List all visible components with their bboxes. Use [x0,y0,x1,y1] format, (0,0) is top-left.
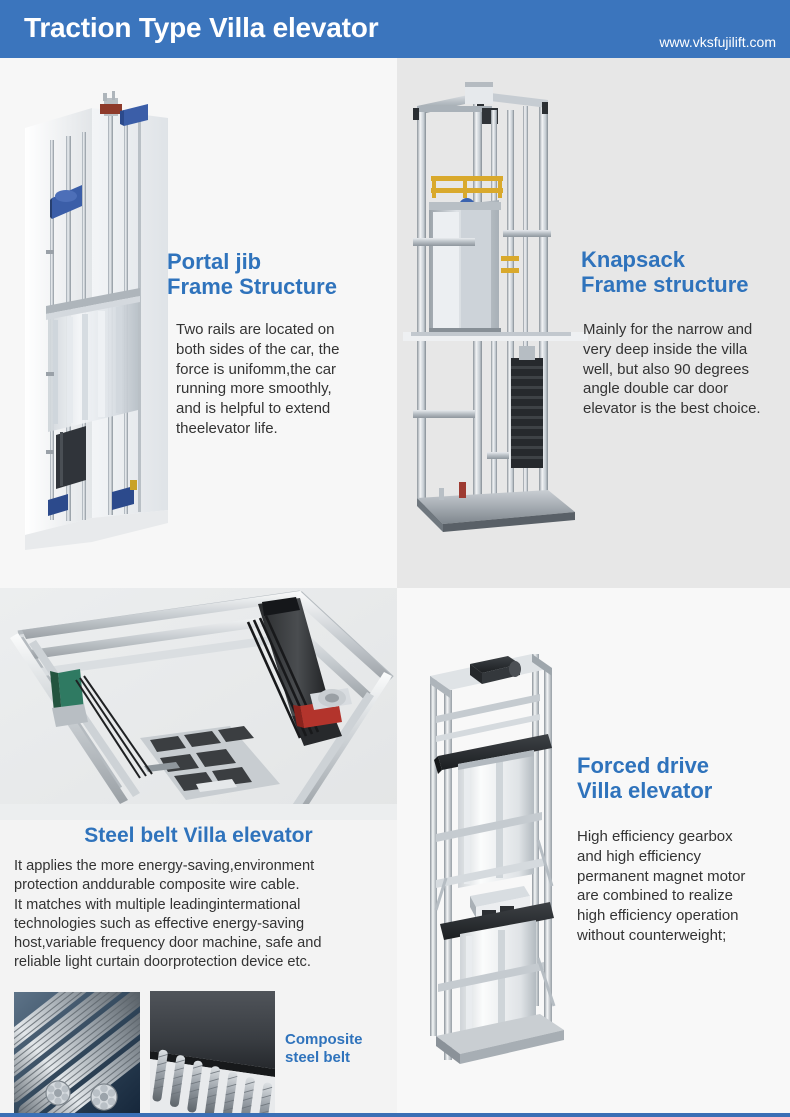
composite-steel-belt-caption: Composite steel belt [285,1031,363,1066]
panel-portal-jib: Portal jib Frame Structure Two rails are… [0,58,397,588]
page-header: Traction Type Villa elevator www.vksfuji… [0,0,790,58]
composite-steel-belt-thumbnail [150,991,275,1117]
bottom-accent-bar [0,1113,790,1117]
portal-jib-frame-elevator-photo [20,80,175,555]
forced-drive-elevator-photo [412,628,592,1078]
steel-wire-rope-thumbnail [14,992,140,1117]
panel-heading-knapsack: Knapsack Frame structure [581,247,749,297]
panel-steel-belt: Steel belt Villa elevator It applies the… [0,588,397,1117]
website-url: www.vksfujilift.com [659,34,776,50]
panel-body-portal-jib: Two rails are located on both sides of t… [176,321,340,437]
panel-knapsack: Knapsack Frame structure Mainly for the … [397,58,790,588]
panel-body-steel-belt: It applies the more energy-saving,enviro… [14,858,322,971]
page-title: Traction Type Villa elevator [24,12,379,43]
panel-body-forced-drive: High efficiency gearbox and high efficie… [577,828,746,944]
knapsack-frame-elevator-photo [403,80,588,580]
panel-forced-drive: Forced drive Villa elevator High efficie… [397,588,790,1117]
panel-body-knapsack: Mainly for the narrow and very deep insi… [583,321,761,418]
panel-heading-portal-jib: Portal jib Frame Structure [167,249,337,299]
panel-heading-steel-belt: Steel belt Villa elevator [84,824,313,847]
panel-heading-forced-drive: Forced drive Villa elevator [577,753,713,803]
steel-belt-drive-machine-photo [0,588,397,820]
